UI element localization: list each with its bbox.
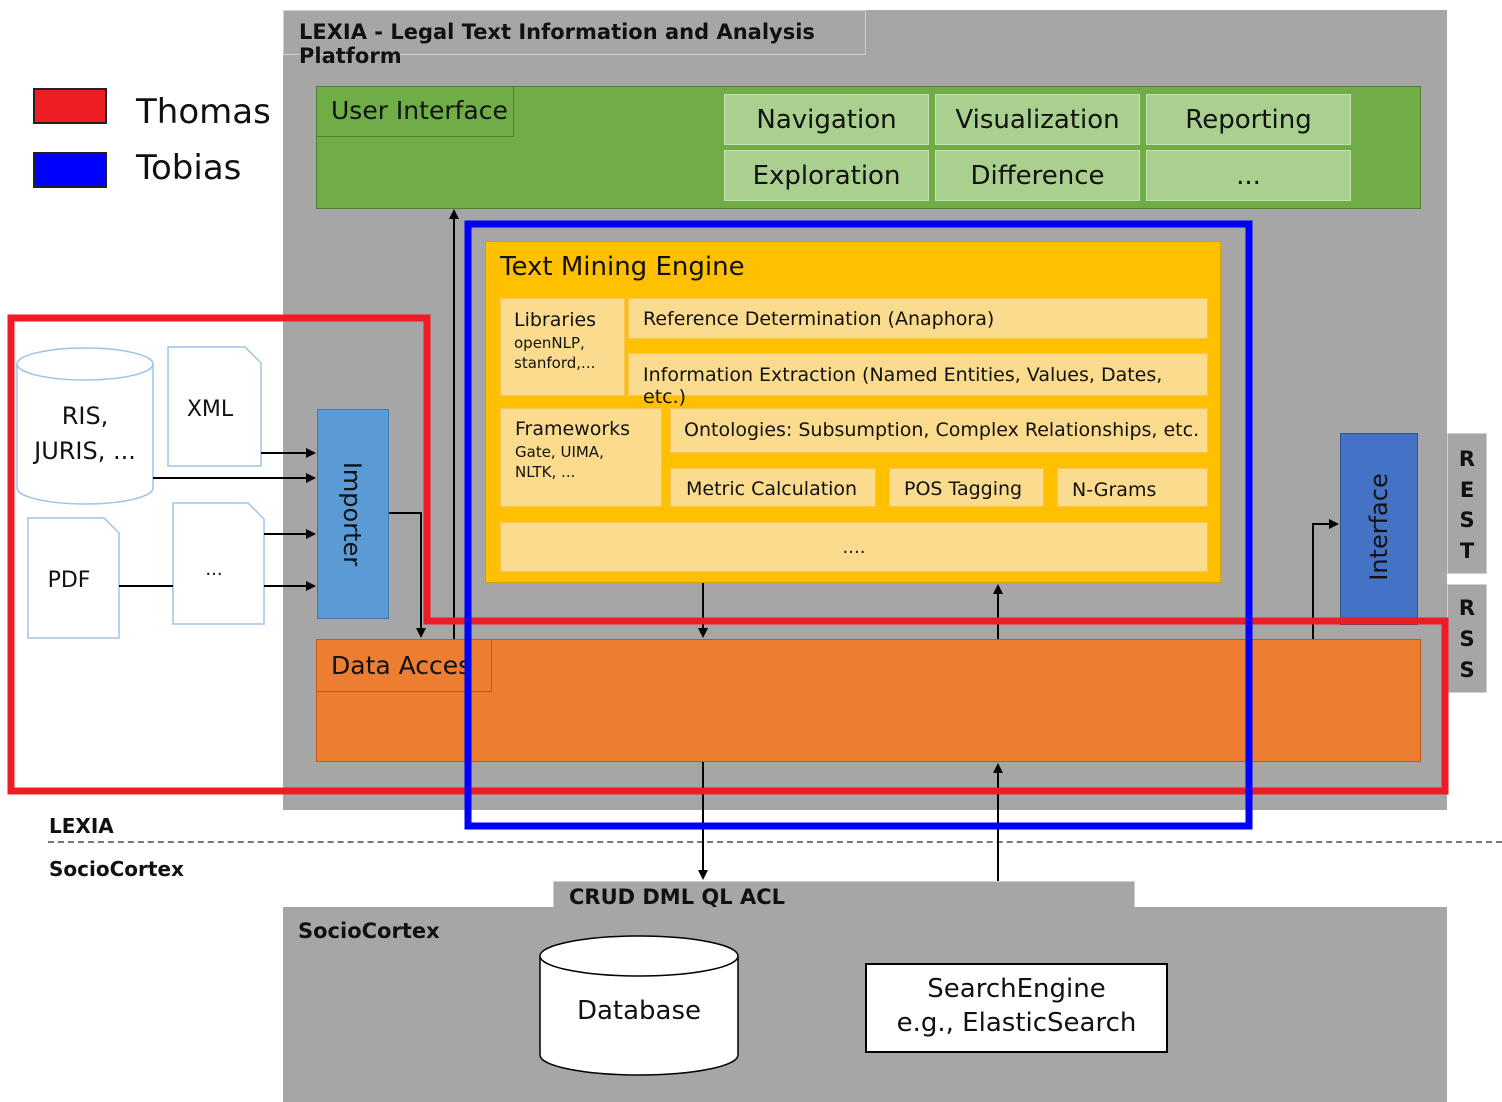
platform-title-tab: LEXIA - Legal Text Information and Analy… bbox=[283, 10, 866, 68]
xml-document bbox=[167, 346, 262, 467]
user-interface-title: User Interface bbox=[316, 86, 514, 137]
legend-swatch-thomas bbox=[33, 88, 107, 124]
frameworks-box: Frameworks Gate, UIMA, NLTK, ... bbox=[500, 408, 662, 507]
ontologies-box: Ontologies: Subsumption, Complex Relatio… bbox=[670, 408, 1208, 453]
engine-more-box: .... bbox=[500, 522, 1208, 572]
interface-box bbox=[1340, 433, 1418, 625]
metric-calculation-box: Metric Calculation bbox=[670, 468, 876, 507]
other-doc-label: ... bbox=[205, 559, 223, 580]
libraries-box: Libraries openNLP, stanford,... bbox=[500, 298, 625, 396]
information-extraction-box: Information Extraction (Named Entities, … bbox=[628, 353, 1208, 408]
text-mining-engine-title: Text Mining Engine bbox=[500, 252, 745, 282]
sociocortex-title: SocioCortex bbox=[298, 919, 440, 943]
rss-tab: R S S bbox=[1447, 584, 1487, 693]
ris-label-2: JURIS, ... bbox=[34, 437, 136, 465]
tobias-outline bbox=[464, 220, 1253, 830]
pdf-label: PDF bbox=[47, 568, 91, 593]
frameworks-sub-1: Gate, UIMA, bbox=[515, 443, 604, 461]
search-engine-box bbox=[865, 963, 1168, 1053]
database-label: Database bbox=[576, 996, 702, 1026]
other-document bbox=[172, 502, 265, 625]
ui-difference-button[interactable]: Difference bbox=[935, 150, 1140, 201]
data-access-panel bbox=[316, 639, 1421, 762]
frameworks-sub-2: NLTK, ... bbox=[515, 463, 576, 481]
libraries-sub-1: openNLP, bbox=[514, 334, 585, 352]
libraries-sub-2: stanford,... bbox=[514, 354, 596, 372]
divider-label-lexia: LEXIA bbox=[49, 814, 114, 838]
ui-more-button[interactable]: ... bbox=[1146, 150, 1351, 201]
rss-letter: R bbox=[1458, 596, 1476, 620]
pos-tagging-box: POS Tagging bbox=[889, 468, 1044, 507]
legend-label-tobias: Tobias bbox=[136, 148, 242, 188]
search-engine-label-1: SearchEngine bbox=[927, 974, 1106, 1004]
libraries-title: Libraries bbox=[514, 309, 597, 331]
legend-swatch-tobias bbox=[33, 152, 107, 188]
reference-determination-box: Reference Determination (Anaphora) bbox=[628, 298, 1208, 339]
crud-tab: CRUD DML QL ACL bbox=[553, 881, 1135, 911]
ris-cylinder bbox=[16, 347, 154, 505]
frameworks-title: Frameworks bbox=[515, 418, 631, 440]
rss-letter: S bbox=[1459, 627, 1475, 651]
lexia-sociocortex-divider bbox=[48, 841, 1502, 843]
n-grams-box: N-Grams bbox=[1057, 468, 1208, 507]
rest-tab: R E S T bbox=[1447, 433, 1487, 574]
ris-label-1: RIS, bbox=[61, 402, 109, 430]
rest-letter: T bbox=[1459, 538, 1475, 563]
ui-visualization-button[interactable]: Visualization bbox=[935, 94, 1140, 145]
legend-label-thomas: Thomas bbox=[136, 92, 271, 132]
search-engine-label-2: e.g., ElasticSearch bbox=[896, 1008, 1137, 1038]
xml-label: XML bbox=[186, 397, 234, 422]
rest-letter: R bbox=[1458, 447, 1476, 471]
rest-letter: S bbox=[1459, 508, 1475, 532]
divider-label-sociocortex: SocioCortex bbox=[49, 857, 184, 881]
thomas-outline bbox=[7, 314, 1449, 795]
data-access-title: Data Acces bbox=[316, 639, 492, 692]
ui-reporting-button[interactable]: Reporting bbox=[1146, 94, 1351, 145]
rss-letter: S bbox=[1459, 658, 1475, 682]
ui-navigation-button[interactable]: Navigation bbox=[724, 94, 929, 145]
ui-exploration-button[interactable]: Exploration bbox=[724, 150, 929, 201]
rest-letter: E bbox=[1459, 477, 1475, 502]
importer-box bbox=[317, 409, 389, 619]
